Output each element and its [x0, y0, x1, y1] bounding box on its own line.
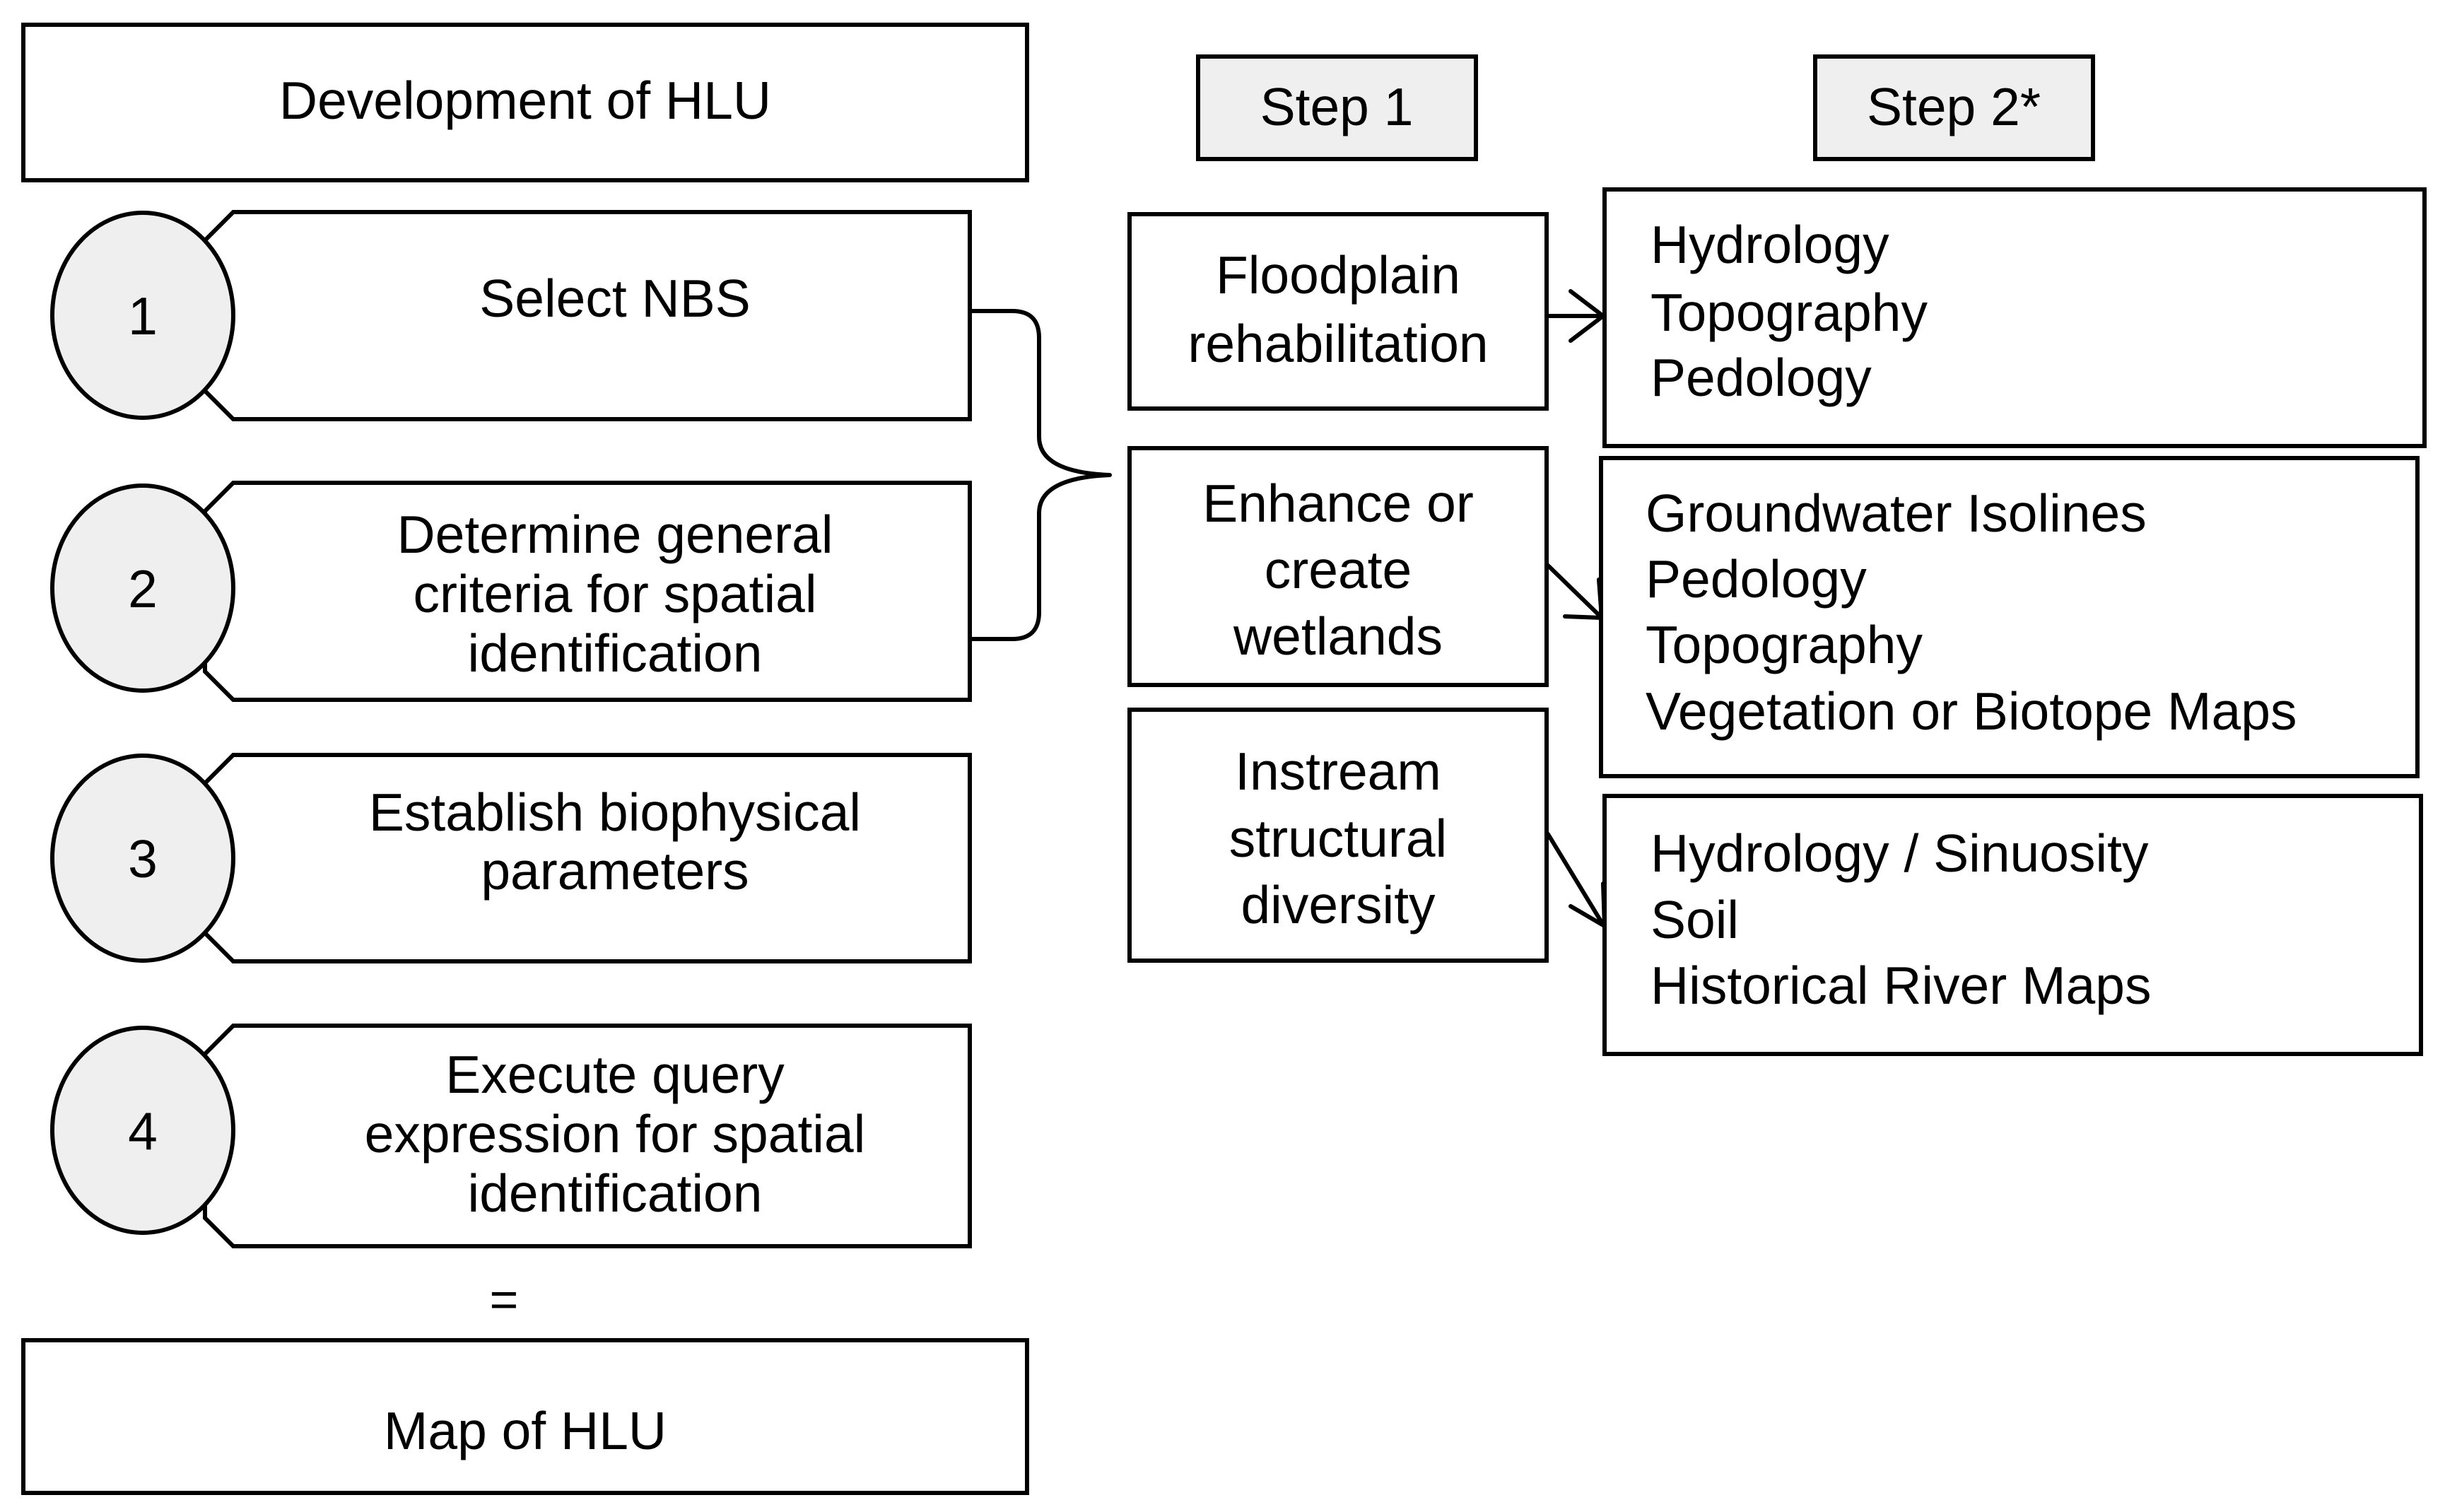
data-instream-box: Hydrology / Sinuosity Soil Historical Ri…	[1602, 794, 2423, 1056]
step-1-number: 1	[128, 286, 158, 346]
nbs-floodplain-box: Floodplain rehabilitation	[1127, 212, 1549, 411]
step-3-line-1: Establish biophysical	[369, 783, 861, 842]
arrow-wetlands-to-data	[1546, 563, 1604, 620]
nbs-instream-line-1: Instream	[1235, 742, 1441, 801]
nbs-wetlands-box: Enhance or create wetlands	[1127, 446, 1549, 687]
nbs-floodplain-line-1: Floodplain	[1216, 245, 1460, 305]
data-floodplain-line-3: Pedology	[1650, 348, 1872, 407]
nbs-instream-box: Instream structural diversity	[1127, 708, 1549, 963]
data-instream-line-3: Historical River Maps	[1650, 956, 2151, 1015]
step-2-line-1: Determine general	[397, 505, 833, 564]
step-1-box: 1 Select NBS	[50, 210, 972, 421]
step-4-line-1: Execute query	[445, 1045, 785, 1104]
data-wetlands-box: Groundwater Isolines Pedology Topography…	[1599, 456, 2420, 778]
map-of-hlu-box: Map of HLU	[21, 1338, 1029, 1495]
nbs-instream-line-3: diversity	[1241, 875, 1436, 934]
equals-sign: =	[490, 1272, 519, 1327]
step-1-header-label: Step 1	[1260, 77, 1414, 136]
step-1-line-1: Select NBS	[479, 269, 751, 328]
map-of-hlu-label: Map of HLU	[384, 1401, 667, 1460]
data-wetlands-line-4: Vegetation or Biotope Maps	[1646, 681, 2297, 741]
nbs-floodplain-line-2: rehabilitation	[1188, 314, 1488, 373]
arrow-floodplain-to-data	[1546, 289, 1605, 343]
step-3-number: 3	[128, 829, 158, 889]
data-instream-line-2: Soil	[1650, 890, 1739, 949]
step-2-box: 2 Determine general criteria for spatial…	[50, 481, 972, 702]
step-3-line-2: parameters	[481, 841, 749, 901]
step-3-box: 3 Establish biophysical parameters	[50, 753, 972, 963]
data-wetlands-line-1: Groundwater Isolines	[1646, 484, 2147, 543]
step-2-header-label: Step 2*	[1867, 77, 2041, 136]
step-4-line-3: identification	[468, 1164, 763, 1223]
nbs-wetlands-line-3: wetlands	[1233, 606, 1443, 666]
step-4-line-2: expression for spatial	[365, 1104, 866, 1164]
data-wetlands-line-3: Topography	[1646, 615, 1923, 674]
data-floodplain-line-2: Topography	[1650, 283, 1928, 342]
step-4-number: 4	[128, 1101, 158, 1161]
arrow-instream-to-data	[1546, 832, 1607, 928]
bracket-connector	[970, 309, 1112, 641]
development-of-hlu-label: Development of HLU	[279, 71, 771, 130]
nbs-instream-line-2: structural	[1229, 809, 1447, 868]
nbs-wetlands-line-2: create	[1265, 540, 1412, 599]
step-1-header: Step 1	[1196, 54, 1478, 161]
step-2-header: Step 2*	[1813, 54, 2095, 161]
data-floodplain-line-1: Hydrology	[1650, 215, 1889, 274]
step-2-line-2: criteria for spatial	[413, 564, 816, 623]
step-2-line-3: identification	[468, 623, 763, 683]
step-4-box: 4 Execute query expression for spatial i…	[50, 1024, 972, 1248]
development-of-hlu-box: Development of HLU	[21, 23, 1029, 182]
nbs-wetlands-line-1: Enhance or	[1202, 474, 1474, 533]
step-2-number: 2	[128, 559, 158, 619]
data-wetlands-line-2: Pedology	[1646, 549, 1867, 609]
data-instream-line-1: Hydrology / Sinuosity	[1650, 824, 2149, 883]
data-floodplain-box: Hydrology Topography Pedology	[1602, 187, 2427, 448]
